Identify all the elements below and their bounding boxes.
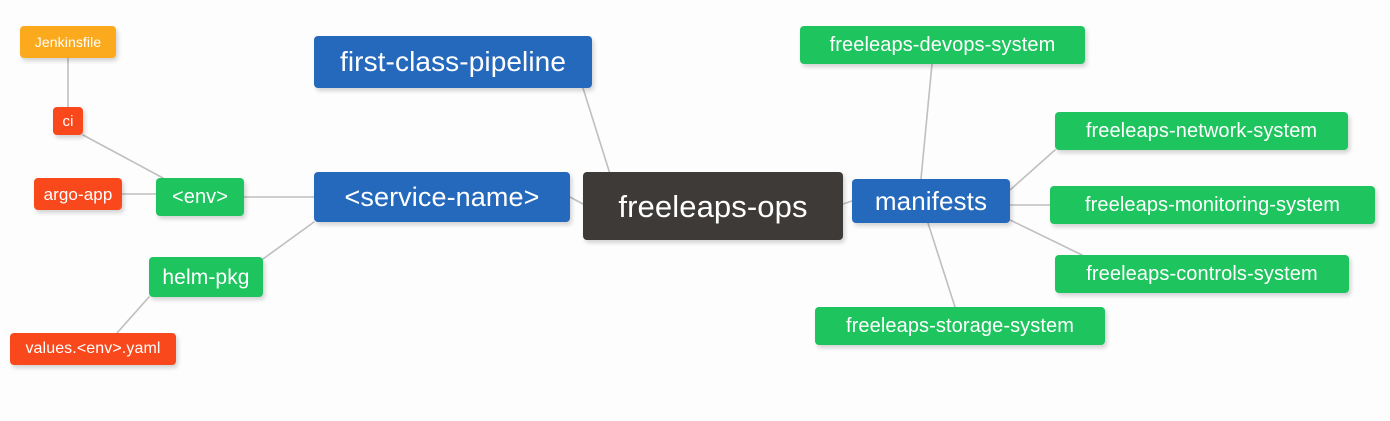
node-devops[interactable]: freeleaps-devops-system [800,26,1085,64]
node-service[interactable]: <service-name> [314,172,570,222]
edge-manifests-to-network [1009,149,1056,191]
edge-env-to-ci [82,134,164,179]
edge-service-to-helm [262,221,315,260]
node-helm[interactable]: helm-pkg [149,257,263,297]
node-root[interactable]: freeleaps-ops [583,172,843,240]
node-ci[interactable]: ci [53,107,83,135]
edge-root-to-service [569,196,584,205]
node-env[interactable]: <env> [156,178,244,216]
node-values[interactable]: values.<env>.yaml [10,333,176,365]
node-argoapp[interactable]: argo-app [34,178,122,210]
node-storage[interactable]: freeleaps-storage-system [815,307,1105,345]
node-controls[interactable]: freeleaps-controls-system [1055,255,1349,293]
node-manifests[interactable]: manifests [852,179,1010,223]
edge-manifests-to-devops [920,63,933,180]
edge-manifests-to-controls [1009,219,1083,256]
node-monitoring[interactable]: freeleaps-monitoring-system [1050,186,1375,224]
edge-root-to-pipeline [582,87,611,175]
node-pipeline[interactable]: first-class-pipeline [314,36,592,88]
edge-helm-to-values [116,296,150,334]
node-jenkinsfile[interactable]: Jenkinsfile [20,26,116,58]
edge-manifests-to-storage [927,222,956,308]
node-network[interactable]: freeleaps-network-system [1055,112,1348,150]
edge-root-to-manifests [842,200,853,205]
